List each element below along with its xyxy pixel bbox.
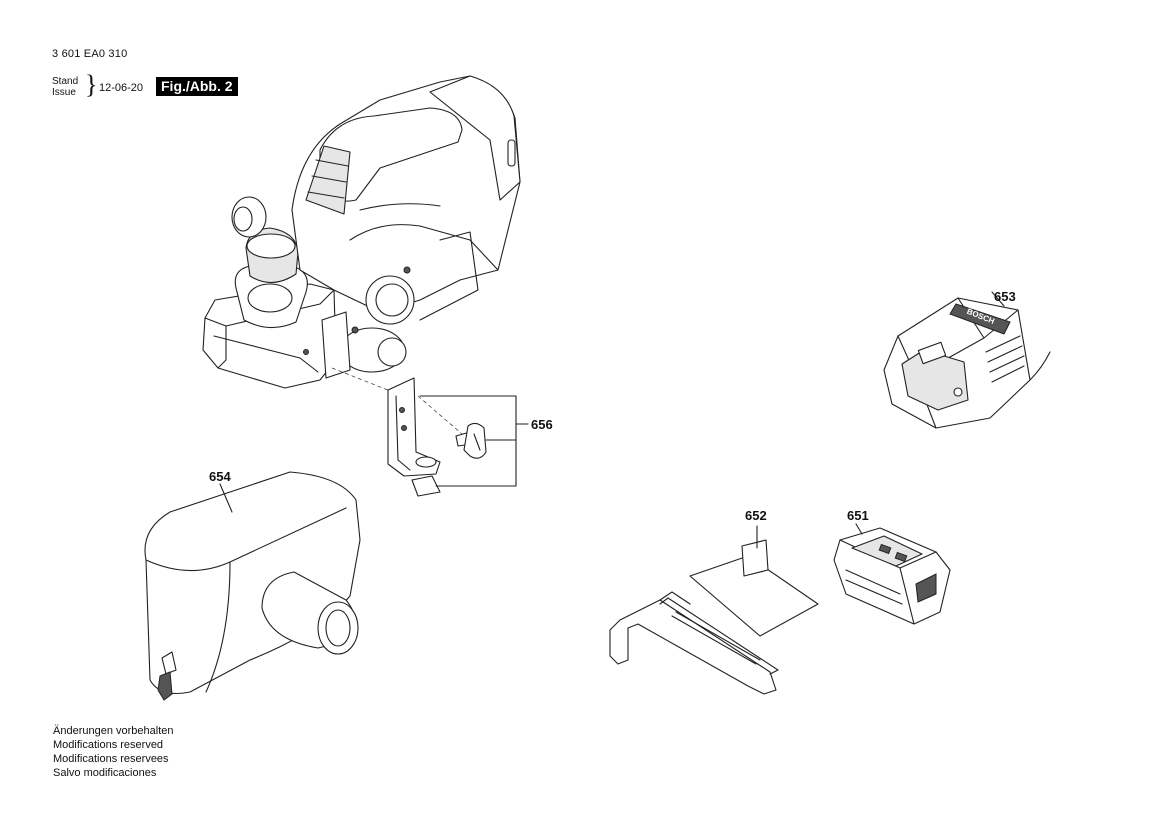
dust-bag-icon <box>144 471 361 701</box>
battery-pack-icon <box>833 527 951 625</box>
note-en: Modifications reserved <box>53 739 164 751</box>
bracket-icon <box>387 377 441 497</box>
note-es: Salvo modificaciones <box>53 767 157 779</box>
part-number-651: 651 <box>847 508 869 523</box>
part-number-654: 654 <box>209 469 231 484</box>
part-number-653: 653 <box>994 289 1016 304</box>
figure-label: Fig./Abb. 2 <box>156 77 238 96</box>
stand-issue-labels: Stand Issue <box>52 76 78 98</box>
stand-label: Stand <box>52 76 79 87</box>
charger-icon: BOSCH <box>883 297 1051 429</box>
parallel-guide-icon <box>609 539 819 695</box>
modification-notes: Änderungen vorbehalten Modifications res… <box>53 724 173 780</box>
planer-body-icon <box>202 75 521 389</box>
issue-label: Issue <box>52 87 76 98</box>
clamp-knob-icon <box>455 422 487 459</box>
note-de: Änderungen vorbehalten <box>53 725 174 737</box>
note-fr: Modifications reservees <box>53 753 169 765</box>
issue-date: 12-06-20 <box>99 82 144 94</box>
brace-icon: } <box>85 70 98 99</box>
part-number-656: 656 <box>531 417 553 432</box>
document-number: 3 601 EA0 310 <box>52 48 128 60</box>
part-number-652: 652 <box>745 508 767 523</box>
